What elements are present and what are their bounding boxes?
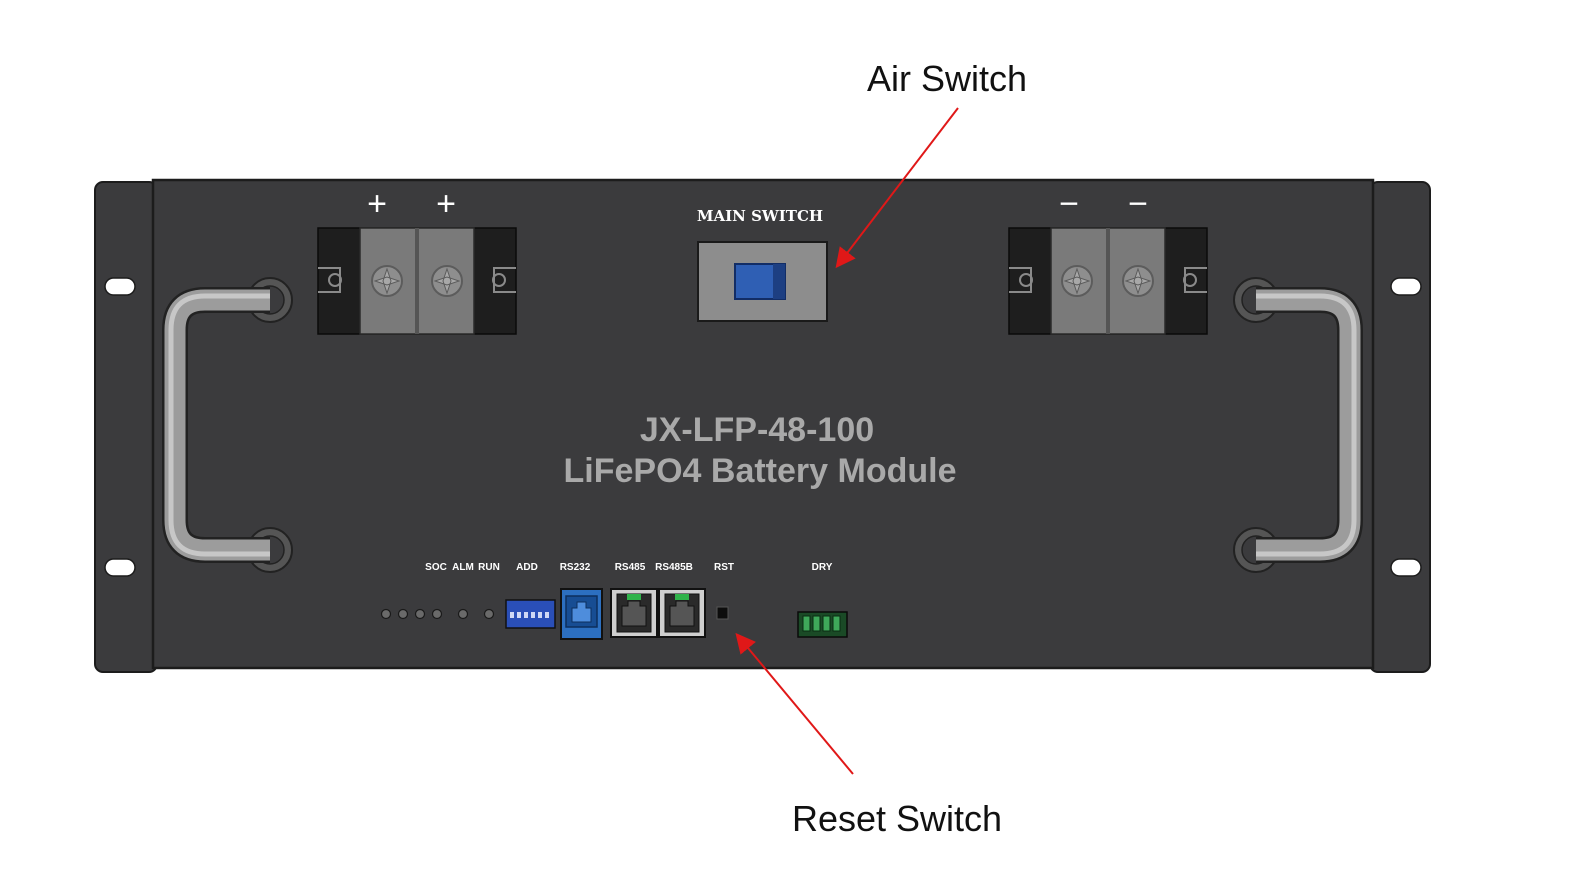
negative-symbol: − xyxy=(1059,185,1079,223)
negative-terminal-block xyxy=(1008,227,1208,335)
positive-terminal-block xyxy=(317,227,517,335)
dry-contact-connector[interactable] xyxy=(797,611,848,638)
air-switch[interactable] xyxy=(697,241,828,322)
run-label: RUN xyxy=(478,562,500,573)
rs485-label: RS485 xyxy=(615,562,646,573)
left-rack-ear xyxy=(94,181,158,673)
mounting-hole xyxy=(1390,558,1422,577)
air-switch-arrow xyxy=(835,107,959,269)
negative-symbol: − xyxy=(1128,185,1148,223)
alm-label: ALM xyxy=(452,562,474,573)
rst-label: RST xyxy=(714,562,734,573)
mounting-hole xyxy=(104,558,136,577)
rs485b-label: RS485B xyxy=(655,562,693,573)
rs485-port[interactable] xyxy=(610,588,658,638)
terminal-screw xyxy=(1122,265,1154,297)
mounting-hole xyxy=(1390,277,1422,296)
main-switch-label: MAIN SWITCH xyxy=(697,207,823,225)
dry-label: DRY xyxy=(812,562,833,573)
terminal-screw xyxy=(1061,265,1093,297)
positive-symbol: + xyxy=(367,185,387,223)
rs485b-port[interactable] xyxy=(658,588,706,638)
terminal-screw xyxy=(431,265,463,297)
module-description: LiFePO4 Battery Module xyxy=(564,452,957,490)
terminal-screw xyxy=(371,265,403,297)
reset-switch[interactable] xyxy=(716,606,729,620)
air-switch-callout: Air Switch xyxy=(867,58,1028,99)
reset-switch-arrow xyxy=(735,632,854,775)
soc-label: SOC xyxy=(425,562,447,573)
add-dip-switch[interactable] xyxy=(505,599,556,629)
positive-symbol: + xyxy=(436,185,456,223)
mounting-hole xyxy=(104,277,136,296)
add-label: ADD xyxy=(516,562,538,573)
right-handle xyxy=(1233,277,1363,573)
rs232-label: RS232 xyxy=(560,562,591,573)
model-number: JX-LFP-48-100 xyxy=(640,411,874,449)
right-rack-ear xyxy=(1369,181,1431,673)
alm-led xyxy=(457,608,469,620)
run-led xyxy=(483,608,495,620)
soc-leds xyxy=(380,608,443,620)
rs232-port[interactable] xyxy=(560,588,603,640)
left-handle xyxy=(162,277,293,573)
reset-switch-callout: Reset Switch xyxy=(792,798,1003,839)
